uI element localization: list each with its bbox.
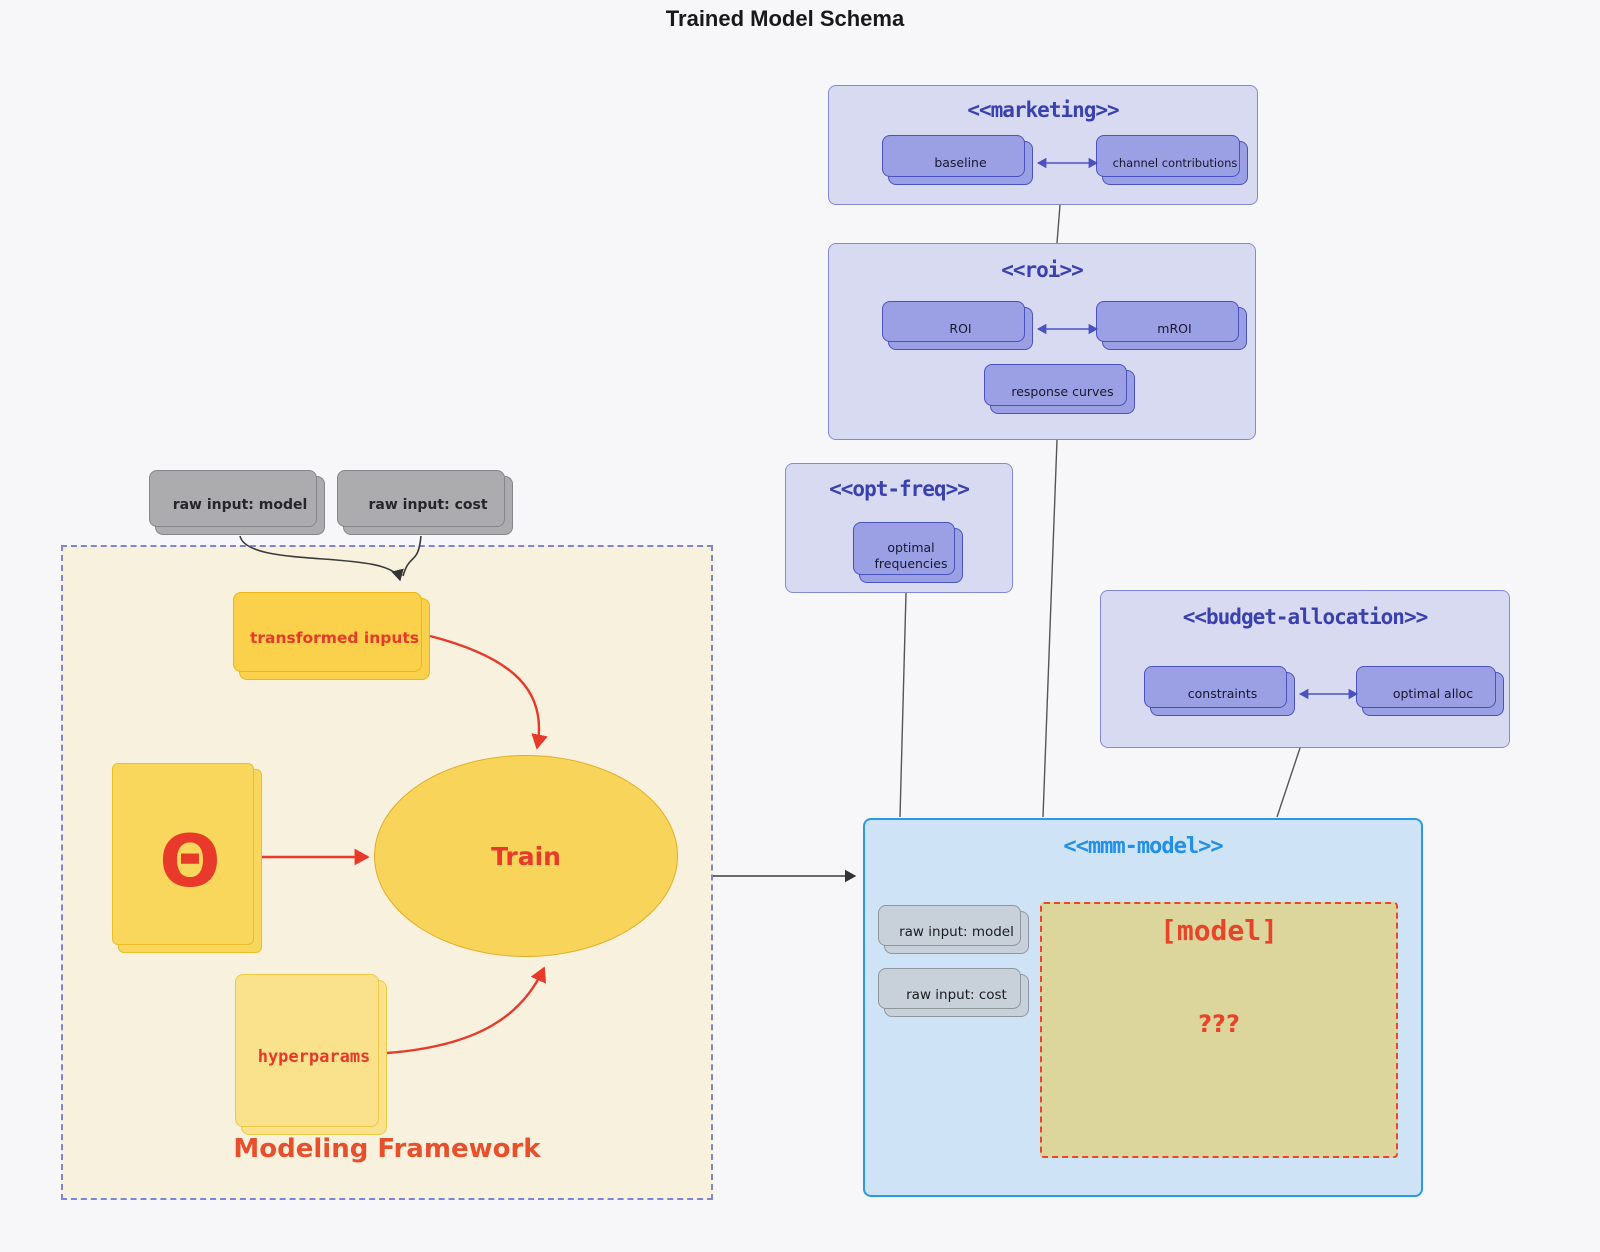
node-optimal-frequencies: optimal frequencies <box>853 522 963 583</box>
node-train: Train <box>374 755 678 957</box>
edge-marketing-roi <box>1056 204 1061 244</box>
model-unknown-label: ??? <box>1198 1010 1240 1038</box>
node-mmm-raw-input-cost: raw input: cost <box>878 968 1029 1017</box>
node-mmm-raw-input-model: raw input: model <box>878 905 1029 954</box>
node-optimal-alloc: optimal alloc <box>1356 666 1504 716</box>
edge-optfreq-mmm <box>899 592 907 818</box>
group-opt-freq-label: <<opt-freq>> <box>829 477 970 501</box>
node-raw-input-model: raw input: model <box>149 470 325 535</box>
node-channel-contributions: channel contributions <box>1096 135 1248 185</box>
node-transformed-inputs: transformed inputs <box>233 592 430 680</box>
node-theta: Θ <box>112 763 262 953</box>
edge-budget-mmm <box>1276 747 1301 818</box>
node-constraints: constraints <box>1144 666 1295 716</box>
node-response-curves: response curves <box>984 364 1135 414</box>
modeling-framework-label: Modeling Framework <box>233 1134 541 1164</box>
edge-roi-mmm <box>1042 439 1058 818</box>
page-title: Trained Model Schema <box>665 6 905 31</box>
group-marketing-label: <<marketing>> <box>967 98 1119 122</box>
node-hyperparams: hyperparams <box>235 974 387 1135</box>
node-raw-input-cost: raw input: cost <box>337 470 513 535</box>
group-budget-allocation-label: <<budget-allocation>> <box>1182 605 1429 629</box>
model-placeholder-label: [model] <box>1159 914 1278 947</box>
node-roi: ROI <box>882 301 1033 350</box>
group-mmm-model-label: <<mmm-model>> <box>1063 834 1223 859</box>
group-roi-label: <<roi>> <box>1001 258 1084 282</box>
node-mroi: mROI <box>1096 301 1247 350</box>
node-model-placeholder-box: [model] ??? <box>1040 902 1398 1158</box>
node-baseline: baseline <box>882 135 1033 185</box>
